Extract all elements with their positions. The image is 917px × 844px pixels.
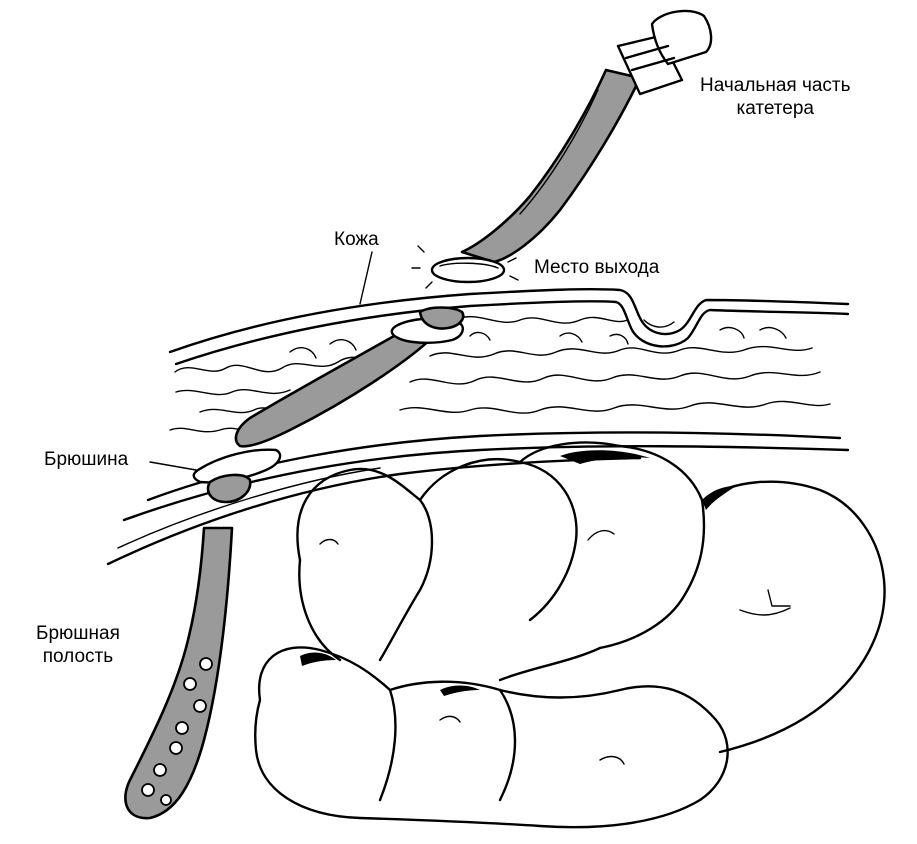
label-catheter-start: Начальная часть катетера <box>700 75 851 119</box>
skin-layer <box>168 288 850 366</box>
label-peritoneum: Брюшина <box>44 449 129 470</box>
catheter-external <box>460 9 713 264</box>
catheter-tunnel <box>192 306 465 504</box>
label-skin: Кожа <box>334 229 379 250</box>
label-exit-site: Место выхода <box>534 257 660 278</box>
leader-lines <box>149 251 373 471</box>
fat-tissue <box>169 316 831 433</box>
exit-site <box>411 245 519 289</box>
intestines <box>254 441 886 829</box>
label-abdominal-cavity: Брюшная полость <box>36 623 120 667</box>
catheter-intraperitoneal <box>124 526 234 820</box>
